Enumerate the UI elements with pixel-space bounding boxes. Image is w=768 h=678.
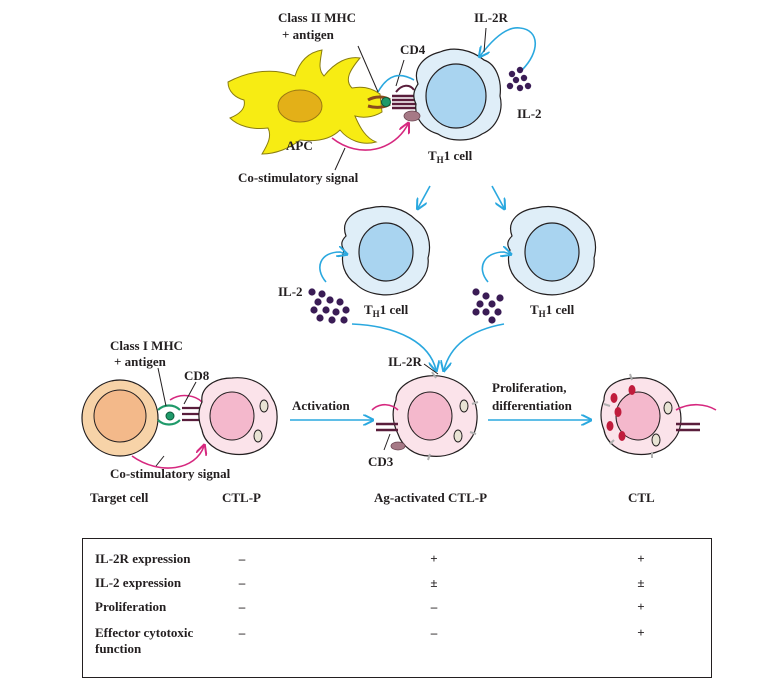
th1-cell-left xyxy=(341,205,431,296)
ag-ctlp-value: + xyxy=(430,551,438,566)
label-ag-activated-ctlp: Ag-activated CTL-P xyxy=(374,490,487,505)
ctlp-value: – xyxy=(238,551,246,566)
label-costim-bottom: Co-stimulatory signal xyxy=(110,466,231,481)
ctl-activation-diagram: Class II MHC + antigen CD4 IL-2R IL-2 AP… xyxy=(81,10,717,505)
target-cell xyxy=(81,379,159,457)
il2r-top-pointer xyxy=(483,27,487,53)
label-ctl: CTL xyxy=(628,490,655,505)
table-row: Effector cytotoxic function – – + xyxy=(83,625,711,661)
ctl-value: ± xyxy=(637,575,645,590)
label-il2r-mid: IL-2R xyxy=(388,354,423,369)
il2-arrow-to-ctlp-right xyxy=(444,323,505,370)
ag-ctlp-mitochondrion-2 xyxy=(453,429,463,443)
ctlp-value: – xyxy=(238,625,246,640)
label-activation: Activation xyxy=(292,398,351,413)
label-cd3: CD3 xyxy=(368,454,394,469)
label-apc: APC xyxy=(286,138,313,153)
ctl-cd8 xyxy=(675,403,717,411)
ag-ctlp-tcr xyxy=(376,422,398,432)
label-il2-top: IL-2 xyxy=(517,106,542,121)
label-cd8: CD8 xyxy=(184,368,210,383)
ctlp-value: – xyxy=(238,575,246,590)
ctl-value: + xyxy=(637,551,645,566)
ag-activated-ctlp-cell xyxy=(371,371,479,461)
ctl-granules xyxy=(606,385,636,441)
cd4-molecule xyxy=(377,74,415,93)
row-label: IL-2 expression xyxy=(95,575,182,590)
il2-arrow-to-ctlp-left xyxy=(351,323,436,370)
th1-top-costim-receptor xyxy=(403,110,421,122)
label-proliferation: Proliferation, xyxy=(492,380,567,395)
th1-cell-right xyxy=(507,205,597,296)
ag-ctlp-value: – xyxy=(430,625,438,640)
row-label: Effector cytotoxic function xyxy=(95,625,194,656)
arrow-th1-to-left xyxy=(418,185,431,208)
summary-table: IL-2R expression – + + IL-2 expression –… xyxy=(82,538,712,678)
ag-ctlp-nucleus xyxy=(407,391,453,441)
label-class1-antigen: + antigen xyxy=(114,354,167,369)
apc-cell xyxy=(227,49,383,155)
table-row: IL-2R expression – + + xyxy=(83,551,711,571)
label-il2-mid: IL-2 xyxy=(278,284,303,299)
ctl-value: + xyxy=(637,599,645,614)
class1-pointer xyxy=(157,367,167,407)
ctl-cell xyxy=(600,373,717,458)
ctl-value: + xyxy=(637,625,645,640)
row-label: IL-2R expression xyxy=(95,551,191,566)
label-th1-top: TH1 cell xyxy=(428,148,473,165)
label-il2r-top: IL-2R xyxy=(474,10,509,25)
ctlp-mitochondrion-2 xyxy=(253,429,263,443)
ctl-mitochondrion-1 xyxy=(663,401,673,415)
il2-dots-top xyxy=(506,66,532,92)
ctlp-cell xyxy=(198,377,278,456)
apc-nucleus xyxy=(277,89,323,123)
ag-ctlp-value: – xyxy=(430,599,438,614)
cd3-pointer xyxy=(383,433,391,451)
label-th1-left: TH1 cell xyxy=(364,302,409,319)
th1-cell-top xyxy=(403,48,502,141)
ag-ctlp-mitochondrion-1 xyxy=(459,399,469,413)
label-class2-antigen: + antigen xyxy=(282,27,335,42)
cd8-pointer xyxy=(183,381,197,405)
il2-autocrine-arrow-right xyxy=(481,252,510,283)
label-th1-right: TH1 cell xyxy=(530,302,575,319)
ag-ctlp-value: ± xyxy=(430,575,438,590)
arrow-th1-to-right xyxy=(491,185,504,208)
il2-dots-right xyxy=(472,288,504,324)
mhc-class2-complex xyxy=(367,84,418,110)
th1-right-nucleus xyxy=(524,222,580,282)
label-target-cell: Target cell xyxy=(90,490,149,505)
class2-pointer xyxy=(357,45,379,93)
target-nucleus xyxy=(93,389,147,443)
label-class2-mhc: Class II MHC xyxy=(278,10,356,25)
ag-ctlp-costim-receptor xyxy=(390,441,406,451)
table-row: IL-2 expression – ± ± xyxy=(83,575,711,595)
il2-autocrine-arrow-left xyxy=(319,252,346,283)
ag-ctlp-il2r-spikes xyxy=(427,371,479,461)
ctl-il2r-spikes xyxy=(603,373,653,458)
il2-dots-left xyxy=(308,288,350,324)
ag-ctlp-cd8 xyxy=(371,403,399,411)
label-differentiation: differentiation xyxy=(492,398,573,413)
ctl-tcr xyxy=(676,422,700,432)
ctlp-value: – xyxy=(238,599,246,614)
label-ctlp: CTL-P xyxy=(222,490,261,505)
il2-autocrine-arrow-top xyxy=(480,27,536,71)
ctlp-nucleus xyxy=(209,391,255,441)
table-row: Proliferation – – + xyxy=(83,599,711,619)
ctl-mitochondrion-2 xyxy=(651,433,661,447)
il2r-mid-pointer xyxy=(423,363,439,375)
label-class1-mhc: Class I MHC xyxy=(110,338,183,353)
costim-top-pointer xyxy=(334,147,346,171)
label-cd4: CD4 xyxy=(400,42,426,57)
ctlp-mitochondrion-1 xyxy=(259,399,269,413)
label-costim-top: Co-stimulatory signal xyxy=(238,170,359,185)
costim-arrow-bottom xyxy=(131,446,204,469)
row-label: Proliferation xyxy=(95,599,167,614)
th1-left-nucleus xyxy=(358,222,414,282)
costim-bottom-pointer xyxy=(155,455,165,467)
th1-top-nucleus xyxy=(425,63,487,129)
costim-arrow-top xyxy=(331,124,408,151)
cd4-pointer xyxy=(395,59,405,87)
